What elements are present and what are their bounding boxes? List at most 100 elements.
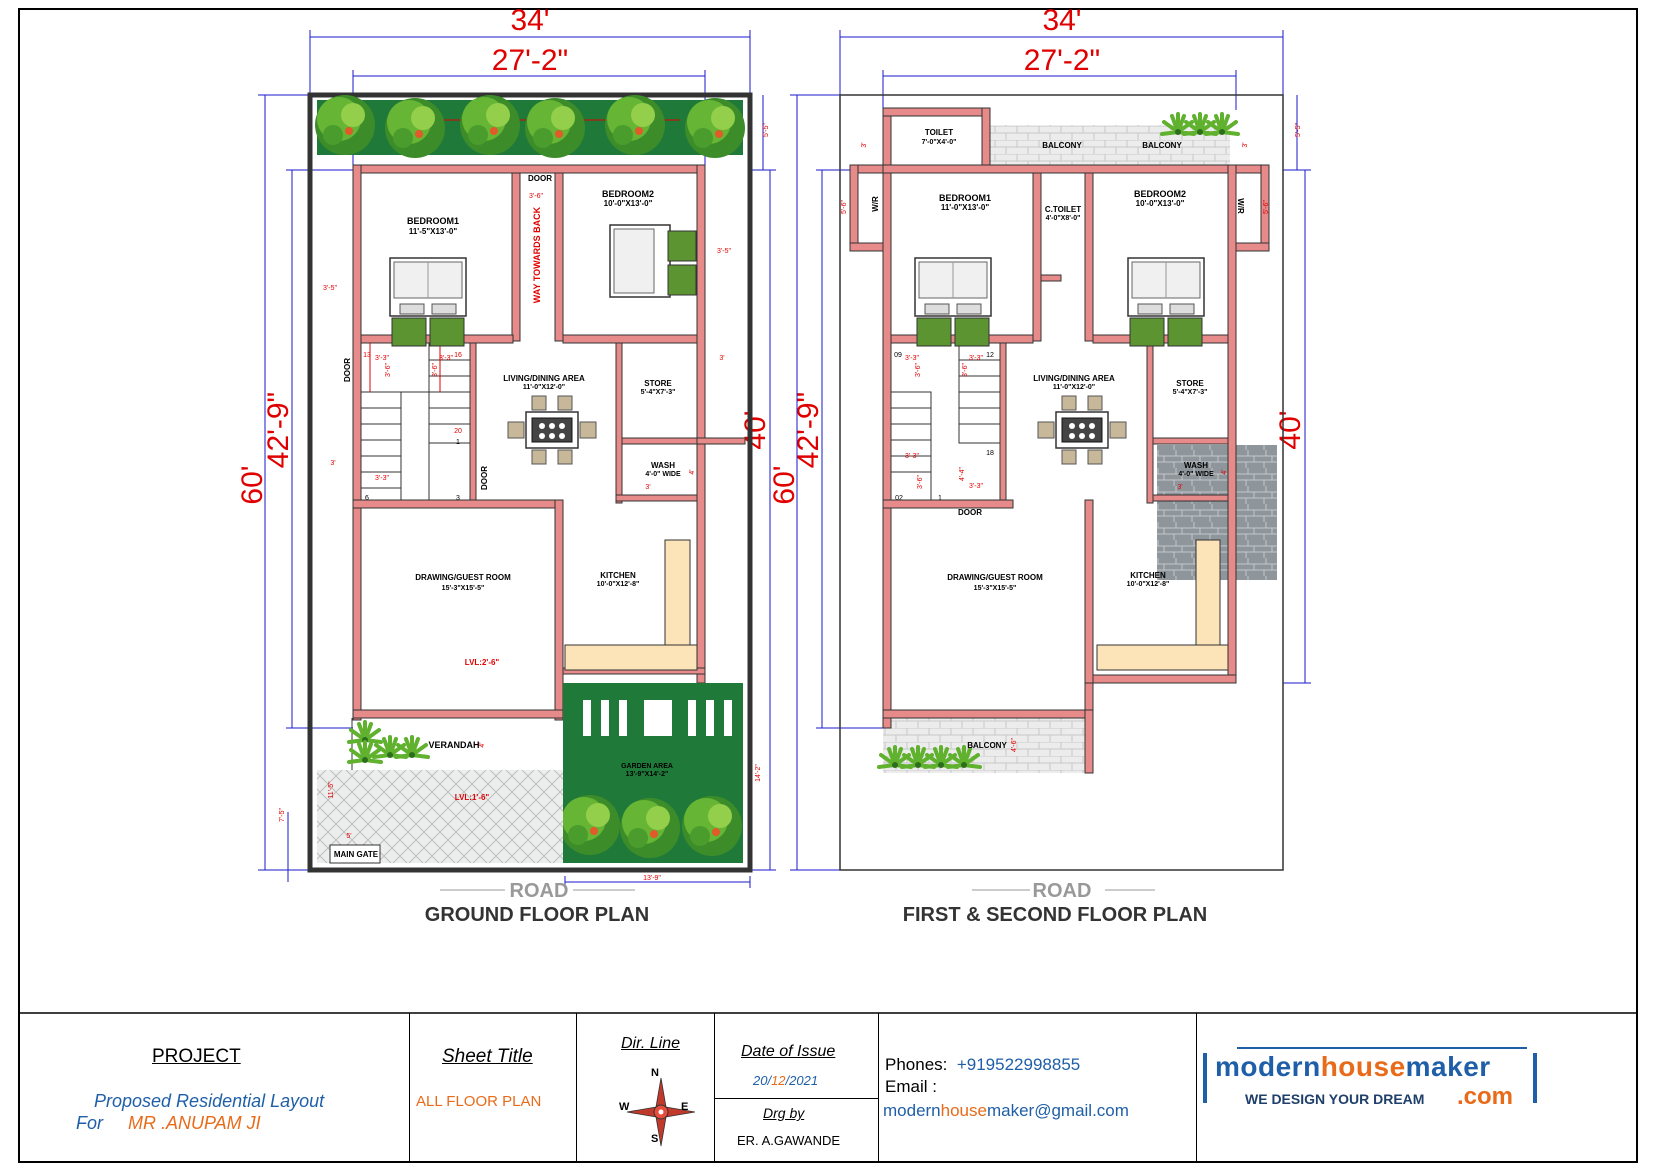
- project-cell: PROJECT Proposed Residential Layout For …: [18, 1013, 410, 1163]
- first-bed2-size: 10'-0"X13'-0": [1136, 199, 1185, 208]
- first-stair-09: 09: [894, 352, 902, 359]
- ground-wash-size: 4'-0" WIDE: [645, 471, 681, 478]
- first-dim-4-6: 4'-6": [1011, 738, 1018, 752]
- first-dim-3a: 3': [861, 142, 868, 147]
- first-toilet-label: TOILET: [925, 128, 953, 137]
- first-dim-3-3b: 3'-3": [969, 355, 983, 362]
- first-wash-size: 4'-0" WIDE: [1178, 471, 1214, 478]
- phones-line: Phones: +919522998855: [885, 1055, 1081, 1074]
- first-door-label: DOOR: [958, 508, 982, 517]
- email-value[interactable]: modernhousemaker@gmail.com: [883, 1101, 1129, 1120]
- ground-stair-20: 20: [454, 428, 462, 435]
- first-plan-title: FIRST & SECOND FLOOR PLAN: [903, 904, 1207, 926]
- first-width-total-dim: 34': [1042, 4, 1081, 37]
- first-width-inner-dim: 27'-2": [1024, 44, 1100, 77]
- first-kitchen-label: KITCHEN: [1130, 571, 1166, 580]
- first-wr1-label: W/R: [871, 196, 880, 212]
- first-balcony1-label: BALCONY: [1042, 141, 1082, 150]
- first-ctoilet-label: C.TOILET: [1045, 205, 1081, 214]
- ground-living-size: 11'-0"X12'-0": [523, 384, 565, 391]
- first-bed2-furniture: [1127, 257, 1205, 347]
- logo-tagline: WE DESIGN YOUR DREAM: [1245, 1091, 1425, 1107]
- ground-garden-size: 13'-9"X14'-2": [626, 771, 669, 778]
- ground-dim-3w: 3': [645, 484, 650, 491]
- first-bed1-furniture: [914, 257, 992, 347]
- ground-bed2-furniture: [609, 224, 697, 298]
- ground-plot-boundary: [307, 92, 753, 873]
- ground-floor-plan: 34' 27'-2" 60' 42'-9" 40': [236, 4, 776, 926]
- phones-value[interactable]: +919522998855: [956, 1055, 1081, 1074]
- title-block: PROJECT Proposed Residential Layout For …: [18, 1013, 1638, 1163]
- first-dim-5-6a: 5'-6": [841, 200, 848, 214]
- sheet-title-value: ALL FLOOR PLAN: [416, 1093, 542, 1110]
- project-for: For: [76, 1113, 103, 1133]
- first-dim-3-6b: 3'-6": [962, 363, 969, 377]
- first-bed2-label: BEDROOM2: [1134, 189, 1186, 199]
- first-dim-3-6a: 3'-6": [915, 363, 922, 377]
- ground-bed1-label: BEDROOM1: [407, 216, 459, 226]
- ground-drawing-label: DRAWING/GUEST ROOM: [415, 573, 511, 582]
- ground-store-size: 5'-4"X7'-3": [641, 389, 676, 396]
- ground-road-label: ROAD: [510, 880, 569, 902]
- ground-verandah-palms: [347, 720, 430, 765]
- first-bed1-label: BEDROOM1: [939, 193, 991, 203]
- drg-by-label: Drg by: [763, 1105, 805, 1121]
- first-balcony2-label: BALCONY: [1142, 141, 1182, 150]
- ground-stair-6: 6: [365, 495, 369, 502]
- ground-stair-16: 16: [454, 352, 462, 359]
- first-store-size: 5'-4"X7'-3": [1173, 389, 1208, 396]
- first-dim-3b: 3': [1242, 142, 1249, 147]
- first-right-40-dim: 40': [1274, 410, 1307, 449]
- first-stair-12: 12: [986, 352, 994, 359]
- first-wash-label: WASH: [1184, 461, 1208, 470]
- first-balcony3-label: BALCONY: [967, 741, 1007, 750]
- compass-south: S: [651, 1133, 659, 1145]
- project-client: MR .ANUPAM JI: [128, 1113, 261, 1133]
- ground-dim-5: 5': [346, 833, 351, 840]
- ground-garden-label: GARDEN AREA: [621, 763, 673, 770]
- first-height-inner-dim: 42'-9": [792, 392, 825, 468]
- first-drawing-label: DRAWING/GUEST ROOM: [947, 573, 1043, 582]
- ground-stair-13: 13: [363, 352, 371, 359]
- ground-dim-3-5b: 3'-5": [717, 248, 731, 255]
- ground-lvl1-label: LVL:2'-6": [465, 658, 500, 667]
- sheet-title-cell: Sheet Title ALL FLOOR PLAN: [410, 1013, 577, 1163]
- ground-dim-3-6: 3'-6": [529, 193, 543, 200]
- first-living-label: LIVING/DINING AREA: [1033, 374, 1115, 383]
- compass-east: E: [681, 1101, 689, 1113]
- ground-dining-set: [507, 395, 597, 465]
- ground-dim-3-5a: 3'-5": [323, 285, 337, 292]
- first-wr2-label: W/R: [1236, 198, 1245, 214]
- ground-kitchen-label: KITCHEN: [600, 571, 636, 580]
- project-label: PROJECT: [152, 1046, 241, 1067]
- ground-dim-11-5: 11'-5": [328, 781, 335, 799]
- dir-line-cell: Dir. Line N S E W: [577, 1013, 715, 1163]
- first-dining-set: [1037, 395, 1127, 465]
- ground-lvl2-label: LVL:1'-6": [455, 793, 490, 802]
- first-dim-5-5: 5'-5": [1295, 123, 1302, 137]
- ground-dim-4: 4': [689, 469, 696, 474]
- ground-width-inner-dim: 27'-2": [492, 44, 568, 77]
- first-drawing-size: 15'-3"X15'-5": [974, 585, 1017, 592]
- first-store-label: STORE: [1176, 379, 1204, 388]
- first-road-label: ROAD: [1033, 880, 1092, 902]
- project-line1: Proposed Residential Layout: [94, 1091, 325, 1111]
- ground-door-top-label: DOOR: [528, 174, 552, 183]
- first-dim-3-3a: 3'-3": [905, 355, 919, 362]
- ground-staircase: [360, 342, 471, 501]
- logo-cell: modernhousemaker WE DESIGN YOUR DREAM .c…: [1197, 1013, 1638, 1163]
- first-kitchen-size: 10'-0"X12'-8": [1127, 581, 1170, 588]
- ground-bed1-size: 11'-5"X13'-0": [409, 227, 458, 236]
- ground-stair-1: 1: [456, 439, 460, 446]
- date-label: Date of Issue: [741, 1043, 836, 1060]
- first-stair-02: 02: [895, 495, 903, 502]
- drg-by-value: ER. A.GAWANDE: [737, 1133, 841, 1148]
- first-dim-3-3c: 3'-3": [905, 453, 919, 460]
- ground-stair-3: 3: [456, 495, 460, 502]
- ground-way-label: WAY TOWARDS BACK: [532, 206, 542, 303]
- drawing-frame: [18, 8, 1638, 1163]
- ground-drawing-size: 15'-3"X15'-5": [442, 585, 485, 592]
- ground-dim-14-2: 14'-2": [755, 764, 762, 782]
- ground-dim-3-3a: 3'-3": [375, 355, 389, 362]
